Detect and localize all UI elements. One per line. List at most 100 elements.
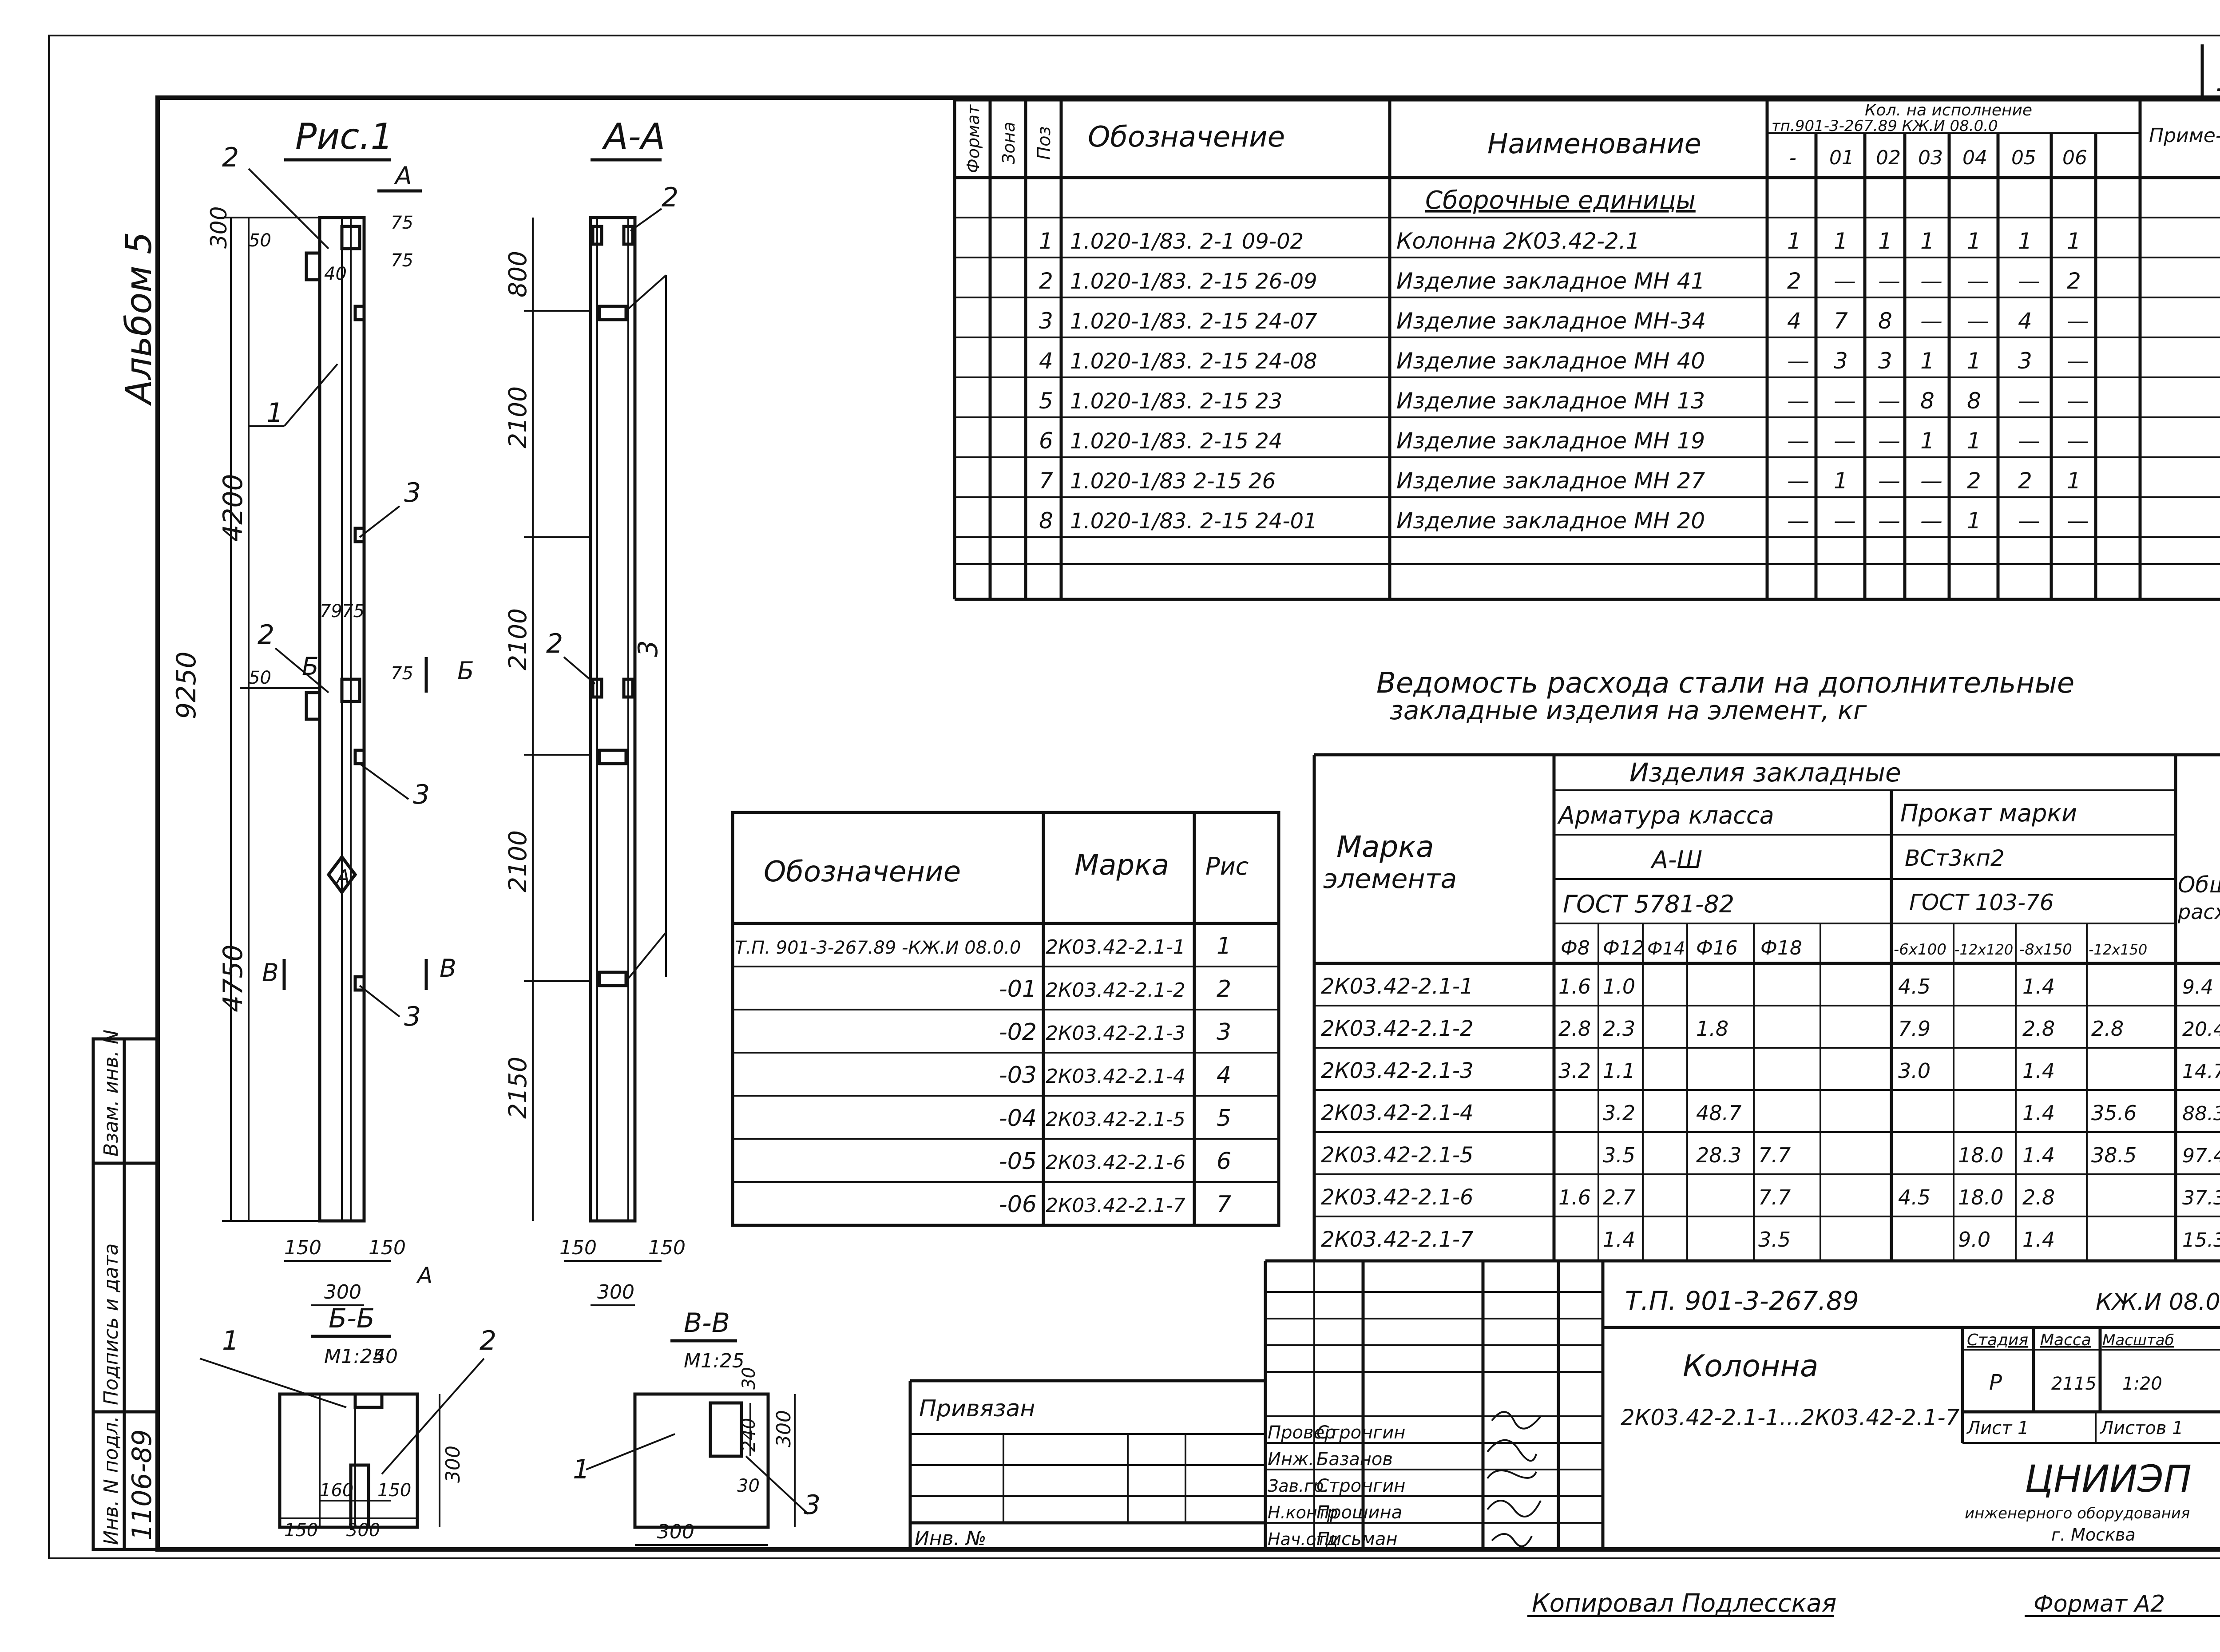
spec-row-designation: 1.020-1/83. 2-15 24: [1070, 429, 1282, 454]
spec-row-name: Изделие закладное МН 27: [1396, 468, 1705, 494]
inner-frame: [155, 95, 2220, 1552]
steel-row-value: 1.4: [2022, 1143, 2055, 1167]
mark-row-mark: 2К03.42-2.1-1: [1046, 936, 1185, 959]
spec-row-qty: 1: [1920, 228, 1935, 254]
svg-text:Марка: Марка: [1074, 849, 1169, 882]
svg-text:Стронгин: Стронгин: [1316, 1476, 1405, 1496]
svg-text:2100: 2100: [503, 386, 532, 448]
svg-text:Р: Р: [1989, 1370, 2002, 1395]
steel-row-mark: 2К03.42-2.1-4: [1321, 1101, 1474, 1125]
mark-row-designation: -01: [999, 976, 1037, 1002]
svg-text:Кол. на исполнение: Кол. на исполнение: [1865, 101, 2032, 119]
mark-table: Обозначение Марка Рис: [731, 811, 1280, 1227]
steel-row-value: 1.4: [2022, 1228, 2055, 1252]
spec-row-qty: 1: [1967, 348, 1981, 374]
steel-row-value: 1.8: [1696, 1017, 1728, 1041]
spec-row-designation: 1.020-1/83. 2-1 09-02: [1070, 229, 1304, 254]
spec-row-pos: 6: [1039, 428, 1053, 454]
left-strip: Взам. инв. N Подпись и дата Инв. N подл.…: [91, 1030, 159, 1551]
spec-row-qty: 1: [1834, 468, 1848, 494]
steel-row-value: 1.4: [2022, 975, 2055, 998]
svg-text:40: 40: [324, 264, 347, 284]
svg-text:Общий: Общий: [2178, 872, 2220, 898]
svg-text:2: 2: [546, 628, 563, 659]
svg-text:А-Ш: А-Ш: [1650, 846, 1702, 874]
spec-row-qty: 1: [1878, 228, 1892, 254]
spec-row-name: Изделие закладное МН 40: [1396, 348, 1705, 374]
spec-row-qty: —: [1787, 428, 1809, 454]
spec-row-designation: 1.020-1/83. 2-15 24-08: [1070, 349, 1317, 374]
svg-text:ВСт3кп2: ВСт3кп2: [1905, 845, 2005, 871]
steel-row-value: 7.9: [1898, 1017, 1931, 1041]
svg-text:инженерного оборудования: инженерного оборудования: [1965, 1505, 2190, 1522]
album-label: Альбом 5: [118, 232, 159, 406]
spec-row-qty: —: [2018, 428, 2040, 454]
steel-title-1: Ведомость расхода стали на дополнительны…: [1376, 667, 2074, 700]
spec-row-pos: 5: [1039, 388, 1053, 414]
spec-row-pos: 4: [1039, 348, 1053, 374]
svg-text:Лист 1: Лист 1: [1966, 1418, 2029, 1438]
svg-text:3: 3: [804, 1490, 821, 1521]
steel-row-value: 18.0: [1958, 1185, 2003, 1209]
mark-row-mark: 2К03.42-2.1-7: [1046, 1194, 1185, 1217]
spec-row-qty: —: [1834, 508, 1856, 534]
steel-row-value: 2.3: [1603, 1017, 1635, 1041]
steel-row-value: 1.1: [1603, 1059, 1635, 1083]
spec-row-name: Изделие закладное МН-34: [1396, 308, 1706, 334]
title-block: Привязан Инв. № Т.П. 901-3-267.89 КЖ.И 0…: [908, 1259, 2220, 1550]
spec-row-qty: —: [2018, 508, 2040, 534]
svg-text:50: 50: [249, 230, 271, 251]
spec-row-qty: —: [1787, 508, 1809, 534]
svg-text:3: 3: [404, 1001, 421, 1032]
spec-row-qty: —: [2018, 268, 2040, 294]
svg-text:-6х100: -6х100: [1894, 941, 1946, 959]
mark-row-mark: 2К03.42-2.1-3: [1046, 1022, 1185, 1045]
svg-text:Ф18: Ф18: [1760, 937, 1802, 959]
svg-text:А: А: [335, 866, 350, 888]
inv-number: 1106-89: [127, 1429, 158, 1541]
steel-row-value: 1.4: [2022, 1101, 2055, 1125]
spec-row-qty: 1: [2018, 228, 2032, 254]
svg-text:В: В: [262, 959, 279, 987]
svg-text:300: 300: [657, 1521, 694, 1543]
inv-podl-label: Инв. N подл.: [100, 1416, 123, 1545]
svg-text:2: 2: [480, 1325, 496, 1356]
steel-row-value: 1.0: [1603, 975, 1635, 998]
spec-row-qty: 4: [1787, 308, 1801, 334]
steel-row-total: 97.4: [2182, 1145, 2220, 1167]
svg-text:79: 79: [320, 601, 342, 622]
spec-row-qty: 8: [1878, 308, 1892, 334]
steel-row-total: 37.3: [2182, 1187, 2220, 1209]
svg-text:2100: 2100: [503, 608, 532, 670]
spec-row-qty: 2: [2018, 468, 2032, 494]
steel-row-mark: 2К03.42-2.1-6: [1321, 1185, 1474, 1210]
svg-text:Письман: Письман: [1316, 1529, 1397, 1549]
spec-row-qty: 3: [1834, 348, 1848, 374]
svg-text:75: 75: [391, 250, 413, 271]
svg-text:расход: расход: [2177, 900, 2220, 924]
svg-text:06: 06: [2062, 147, 2087, 169]
steel-row-value: 38.5: [2091, 1143, 2137, 1167]
steel-row-mark: 2К03.42-2.1-2: [1321, 1016, 1474, 1041]
steel-row-total: 9.4: [2182, 976, 2213, 998]
signatures: [1487, 1411, 1542, 1547]
steel-row-value: 1.6: [1558, 1185, 1591, 1209]
spec-row-name: Изделие закладное МН 13: [1396, 388, 1705, 414]
section-vv: В-В М1:25 30 240 300 30 300 1 3: [573, 1307, 821, 1546]
svg-text:Провер: Провер: [1268, 1422, 1336, 1443]
spec-row-qty: 3: [1878, 348, 1892, 374]
spec-row-designation: 1.020-1/83. 2-15 24-01: [1070, 509, 1317, 534]
figure-1: Рис.1 А 300 4200 9250 4750 50 75 40 75 7: [171, 116, 474, 1306]
spec-section-title: Сборочные единицы: [1425, 186, 1696, 215]
spec-row-designation: 1.020-1/83. 2-15 26-09: [1070, 269, 1317, 294]
spec-row-pos: 1: [1039, 228, 1053, 254]
svg-text:1: 1: [266, 397, 283, 428]
steel-row-total: 88.3: [2182, 1102, 2220, 1125]
steel-row-mark: 2К03.42-2.1-3: [1321, 1058, 1474, 1083]
steel-row-value: 1.4: [2022, 1059, 2055, 1083]
section-aa: А-А 800 2100 2100 2100 2150 2 2 3 150 15…: [503, 116, 686, 1306]
section-vv-title: В-В: [684, 1307, 730, 1339]
spec-row-qty: 1: [1920, 348, 1935, 374]
steel-row-value: 2.8: [2022, 1017, 2055, 1041]
